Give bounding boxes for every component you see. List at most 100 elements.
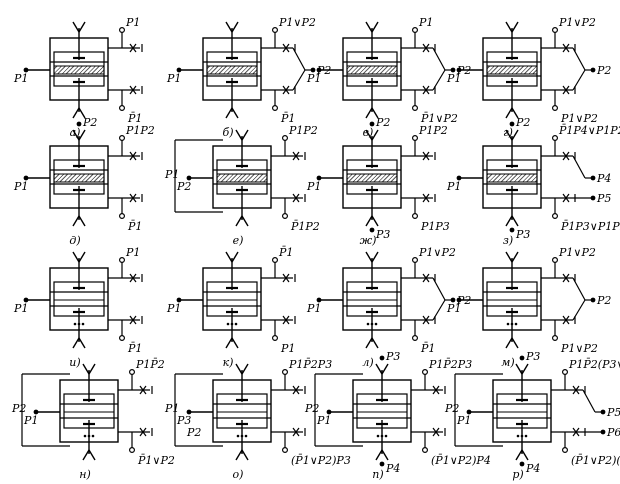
hatched-membrane: [206, 65, 258, 75]
signal-label: P̄1P3∨P1P5: [560, 220, 620, 233]
signal-label: P1: [125, 246, 140, 259]
spring-dot: [73, 322, 77, 326]
throttle-icon: [129, 273, 137, 283]
arrow-icon: [235, 129, 249, 142]
output-node: [118, 27, 125, 34]
throttle-icon: [282, 273, 290, 283]
arrow-icon: [225, 21, 239, 34]
arrow-icon: [365, 129, 379, 142]
arrow-icon: [72, 214, 86, 227]
output-node: [282, 369, 289, 376]
signal-label: (P̄1∨P2)(P4∨P6): [571, 454, 620, 467]
input-node: [456, 175, 462, 181]
signal-label: P3: [176, 414, 191, 427]
throttle-icon: [292, 427, 300, 437]
signal-label: P3: [515, 228, 530, 241]
output-node: [551, 104, 558, 111]
input-node: [316, 175, 322, 181]
spring-dot: [366, 322, 370, 326]
arrow-icon: [515, 363, 529, 376]
spring-dot: [81, 322, 85, 326]
merge-wire: [572, 299, 586, 321]
merge-wire: [432, 299, 446, 321]
merge-wire: [432, 47, 446, 71]
spring-dot: [524, 434, 528, 438]
signal-label: P1P2: [288, 124, 318, 137]
output-node: [600, 429, 606, 435]
arrow-icon: [505, 129, 519, 142]
throttle-icon: [562, 273, 570, 283]
signal-label: P3: [375, 228, 390, 241]
arrow-icon: [505, 21, 519, 34]
output-node: [551, 213, 558, 220]
merge-wire: [432, 69, 446, 91]
signal-label: P1∨P2: [418, 246, 456, 259]
panel-caption: р): [512, 468, 523, 481]
panel-caption: и): [69, 356, 80, 369]
throttle-icon: [572, 427, 580, 437]
throttle-icon: [562, 85, 570, 95]
signal-label: P1: [13, 180, 28, 193]
spring-dot: [244, 434, 248, 438]
throttle-icon: [572, 385, 580, 395]
signal-label: P1∨P2: [560, 112, 598, 125]
output-node: [272, 257, 279, 264]
spring-dot: [374, 322, 378, 326]
output-node: [118, 335, 125, 342]
arrow-icon: [72, 106, 86, 119]
signal-label: P̄1: [127, 112, 142, 125]
input-node: [23, 67, 29, 73]
spring-dot: [514, 322, 518, 326]
output-node: [310, 67, 316, 73]
output-node: [450, 67, 456, 73]
pilot-node: [369, 227, 375, 233]
signal-label: (P̄1∨P2)P3: [291, 454, 351, 467]
spring-dot: [506, 322, 510, 326]
output-node: [412, 257, 419, 264]
signal-label: P5: [596, 192, 611, 205]
output-node: [590, 175, 596, 181]
signal-label: P1P̄2: [135, 358, 165, 371]
output-node: [551, 135, 558, 142]
arrow-icon: [225, 336, 239, 349]
signal-label: P1P2: [125, 124, 155, 137]
panel-caption: д): [69, 234, 80, 247]
throttle-icon: [422, 273, 430, 283]
signal-label: (P̄1∨P2)P4: [431, 454, 491, 467]
pilot-node: [369, 121, 375, 127]
output-node: [272, 335, 279, 342]
input-node: [23, 175, 29, 181]
output-node: [551, 335, 558, 342]
signal-label: P2: [11, 402, 26, 415]
signal-label: P̄1P4∨P1P2: [558, 124, 620, 137]
output-node: [129, 369, 136, 376]
merge-wire: [292, 47, 306, 71]
hatched-membrane: [346, 173, 398, 183]
output-node: [412, 335, 419, 342]
signal-label: P1P̄2P3: [428, 358, 472, 371]
pilot-node: [509, 121, 515, 127]
input-node: [176, 67, 182, 73]
input-node: [316, 67, 322, 73]
merge-wire: [432, 277, 446, 301]
arrow-icon: [515, 448, 529, 461]
output-node: [551, 257, 558, 264]
throttle-icon: [129, 151, 137, 161]
arrow-icon: [225, 251, 239, 264]
signal-label: P1: [166, 302, 181, 315]
arrow-icon: [72, 129, 86, 142]
arrow-icon: [505, 214, 519, 227]
hatched-membrane: [486, 65, 538, 75]
hatched-membrane: [346, 65, 398, 75]
input-node: [456, 67, 462, 73]
arrow-icon: [72, 336, 86, 349]
throttle-icon: [129, 193, 137, 203]
arrow-icon: [365, 106, 379, 119]
signal-label: P1: [446, 302, 461, 315]
signal-label: P2: [176, 180, 191, 193]
signal-label: P̄1: [127, 220, 142, 233]
pilot-node: [519, 355, 525, 361]
